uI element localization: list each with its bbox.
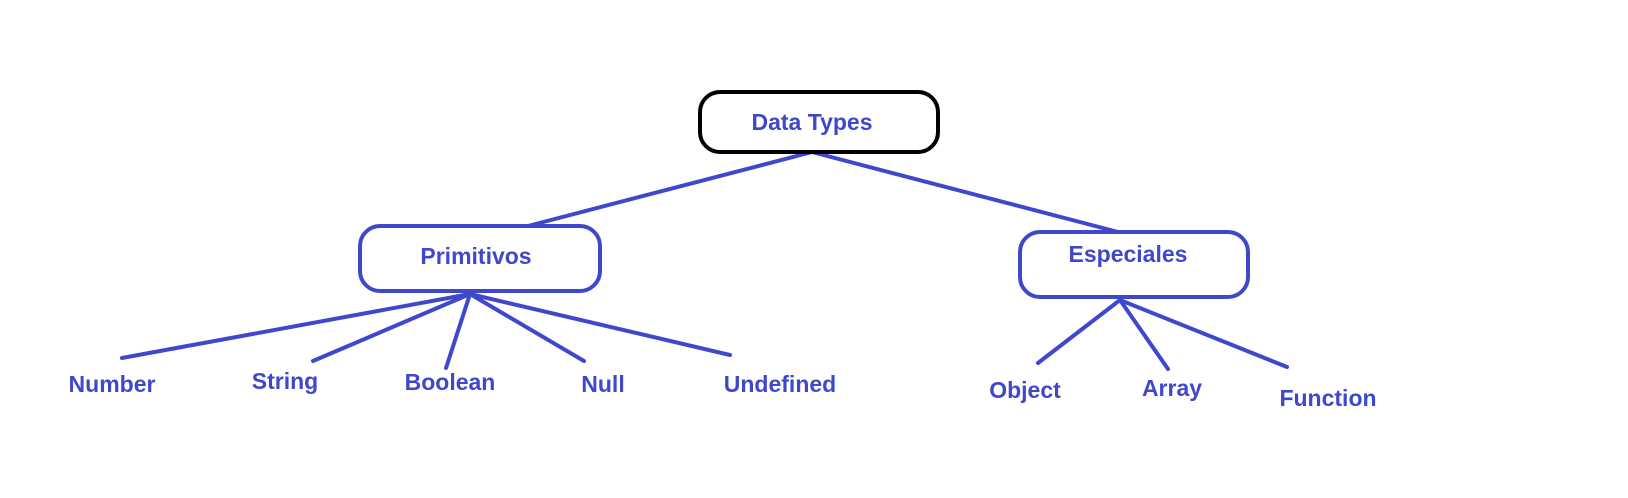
edge-primitivos-string (311, 292, 472, 363)
category-node-especiales-box (1018, 230, 1250, 299)
edge-especiales-object (1036, 298, 1122, 365)
leaves-primitivos: Number String Boolean Null Undefined (69, 368, 837, 397)
edge-especiales-function (1118, 298, 1289, 369)
root-node-label: Data Types (751, 109, 872, 135)
leaf-undefined: Undefined (724, 371, 836, 397)
leaf-null: Null (581, 371, 624, 397)
edge-especiales-array (1118, 298, 1170, 371)
leaf-string: String (252, 368, 318, 394)
leaf-function: Function (1279, 385, 1376, 411)
category-node-especiales-label: Especiales (1069, 241, 1188, 267)
edge-primitivos-boolean (444, 292, 472, 370)
leaf-number: Number (69, 371, 156, 397)
root-node-box (698, 90, 940, 154)
leaf-boolean: Boolean (405, 369, 496, 395)
category-node-primitivos: Primitivos (358, 224, 602, 293)
edge-root-primitivos (526, 150, 814, 228)
leaves-especiales: Object Array Function (989, 375, 1376, 411)
connectors (120, 150, 1289, 371)
edge-primitivos-null (468, 292, 586, 363)
category-node-primitivos-label: Primitivos (420, 243, 531, 269)
edge-primitivos-number (120, 292, 472, 360)
leaf-array: Array (1142, 375, 1202, 401)
category-node-especiales: Especiales (1018, 230, 1250, 299)
root-node: Data Types (698, 90, 940, 154)
edge-root-especiales (810, 150, 1120, 234)
edge-primitivos-undefined (468, 292, 732, 357)
category-node-primitivos-box (358, 224, 602, 293)
leaf-object: Object (989, 377, 1061, 403)
